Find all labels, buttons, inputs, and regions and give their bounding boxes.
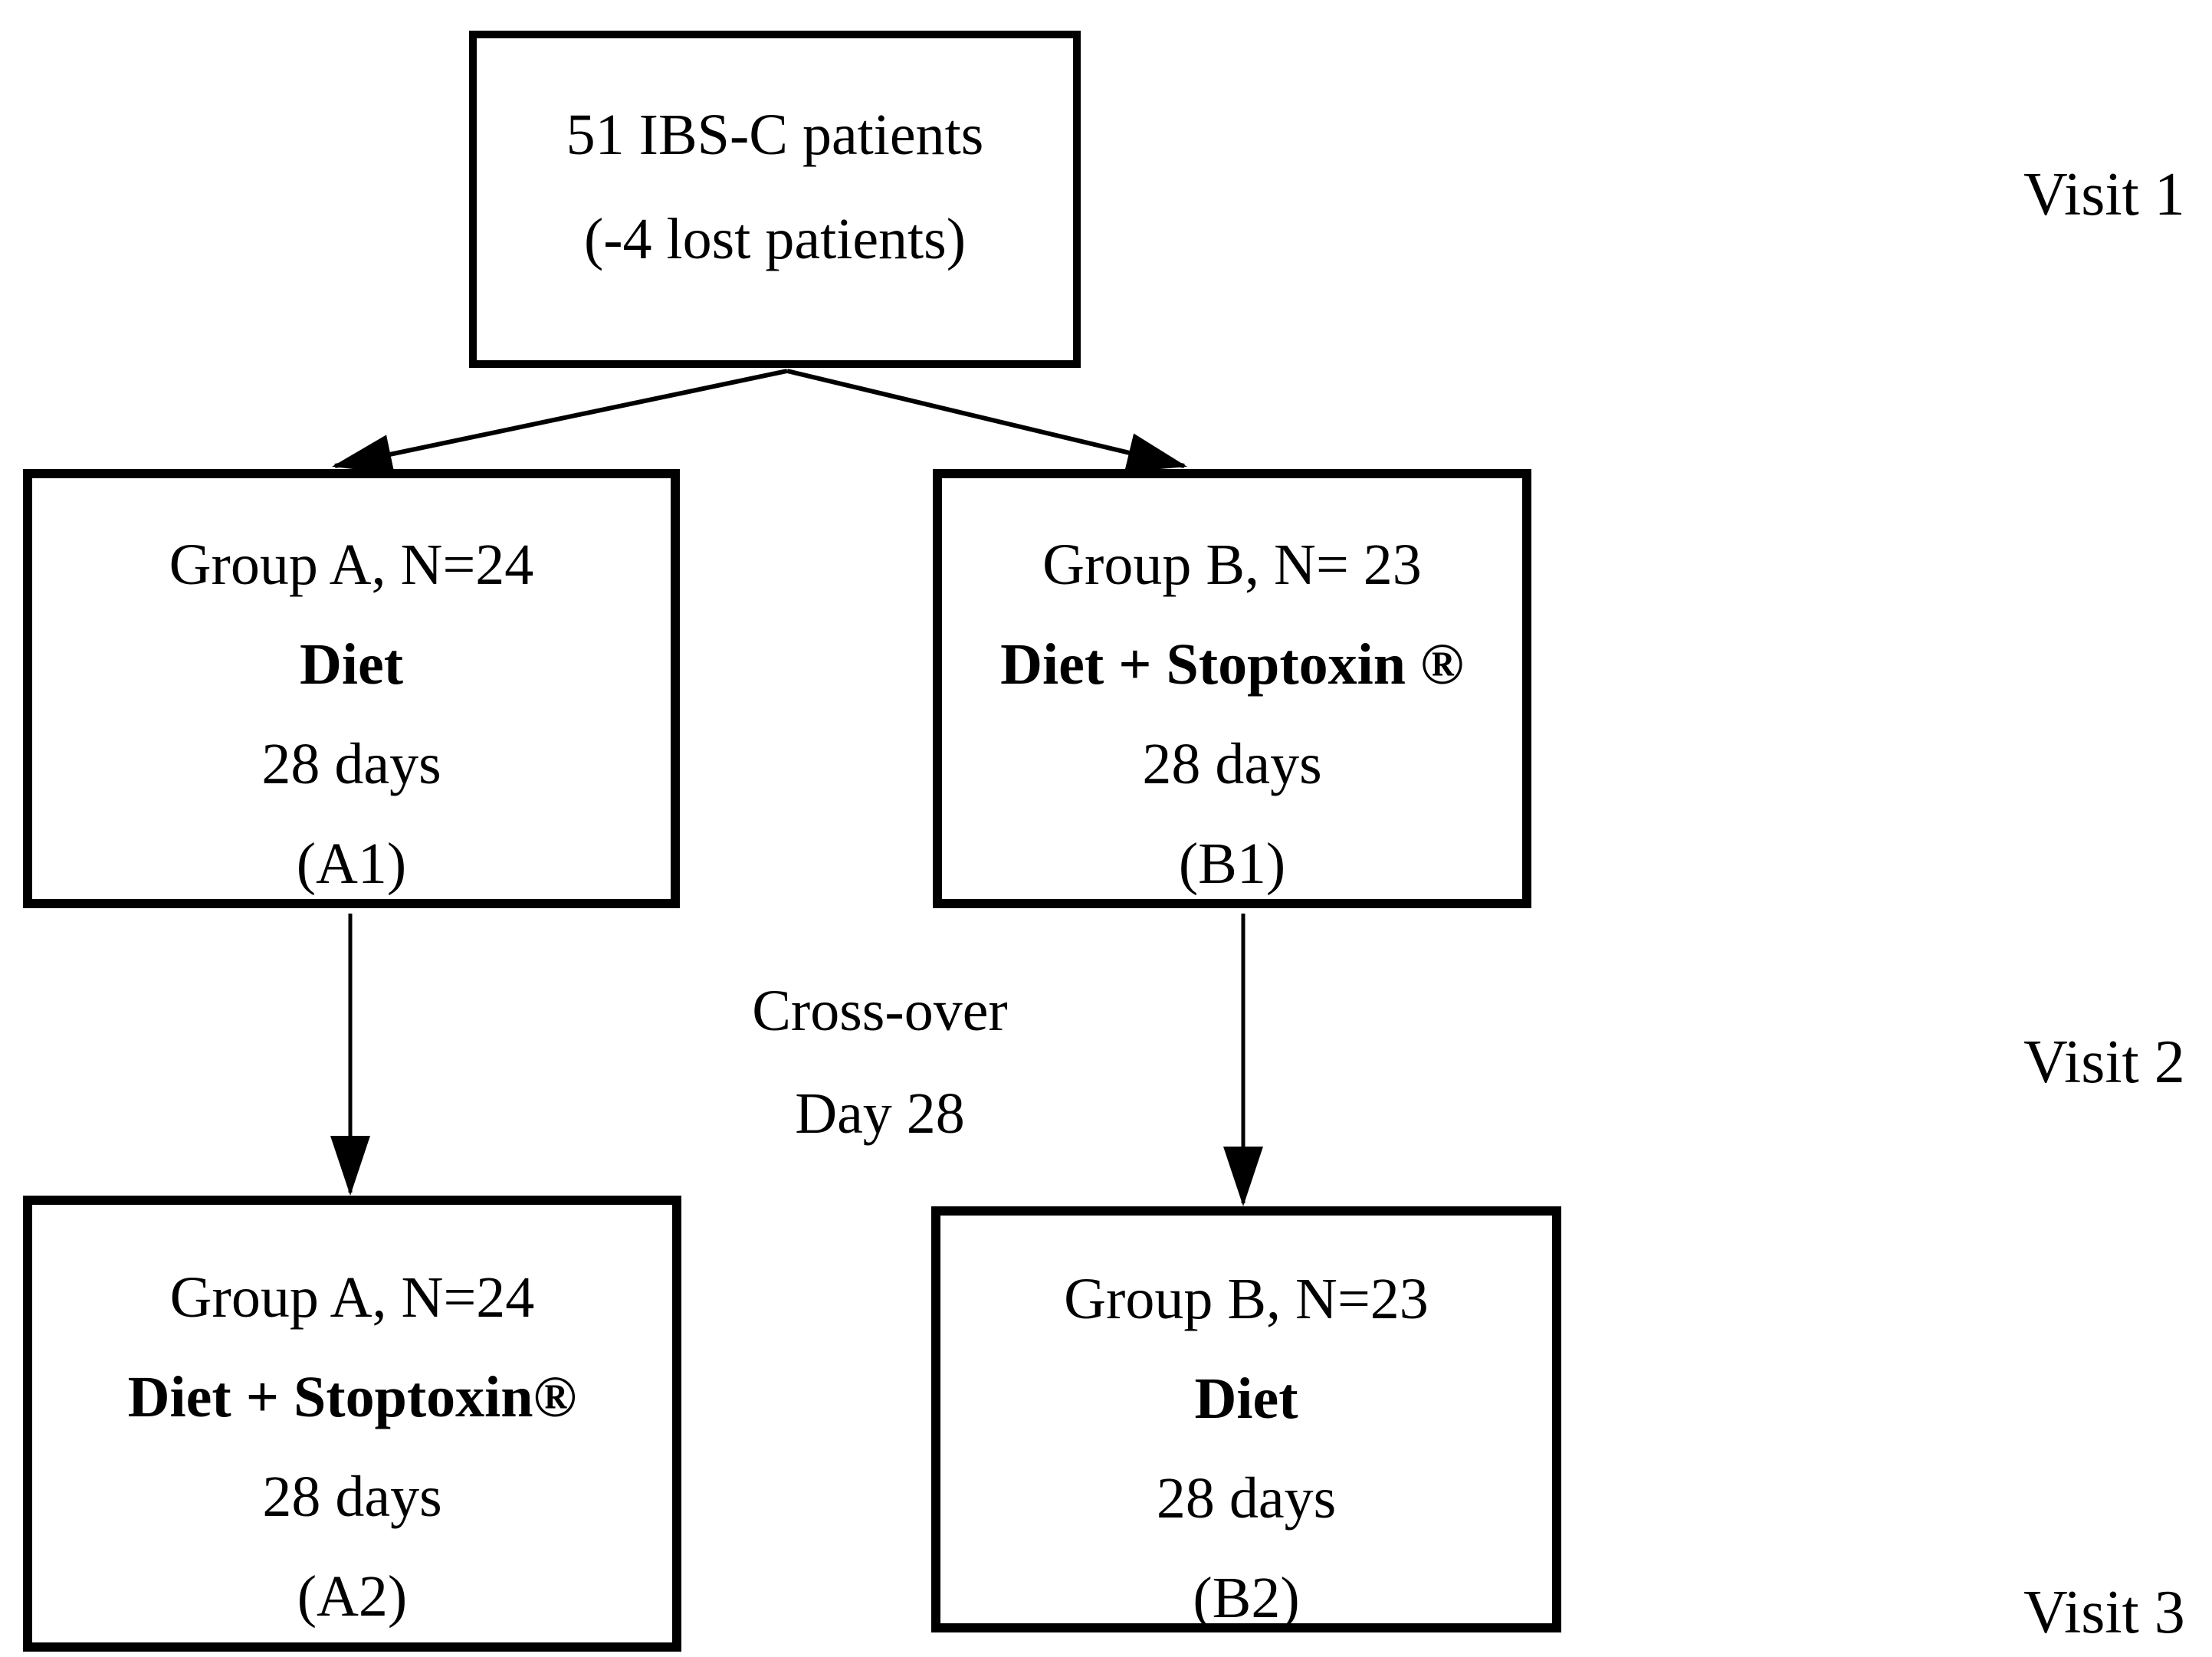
visit-2-label: Visit 2: [2023, 1029, 2185, 1096]
a2-duration-line: 28 days: [262, 1465, 442, 1529]
b1-treatment-line: Diet + Stoptoxin ®: [1000, 632, 1464, 697]
crossover-label: Cross-over Day 28: [688, 960, 1072, 1165]
a1-group-line: Group A, N=24: [169, 533, 534, 597]
b2-code-line: (B2): [1193, 1566, 1300, 1630]
a1-treatment-line: Diet: [299, 632, 404, 697]
a2-code-line: (A2): [297, 1564, 408, 1629]
b2-duration-line: 28 days: [1156, 1466, 1337, 1531]
b1-group-line: Group B, N= 23: [1042, 533, 1422, 597]
group-a2-box: Group A, N=24 Diet + Stoptoxin® 28 days …: [23, 1196, 681, 1652]
a1-duration-line: 28 days: [261, 732, 441, 796]
visit-3-label: Visit 3: [2023, 1579, 2185, 1646]
group-b1-box: Group B, N= 23 Diet + Stoptoxin ® 28 day…: [933, 469, 1531, 908]
a2-treatment-line: Diet + Stoptoxin®: [127, 1365, 577, 1429]
crossover-line: Cross-over: [752, 979, 1008, 1043]
b1-duration-line: 28 days: [1142, 732, 1322, 796]
b2-treatment-line: Diet: [1194, 1367, 1298, 1431]
group-b2-box: Group B, N=23 Diet 28 days (B2): [931, 1206, 1561, 1632]
a1-code-line: (A1): [296, 832, 407, 896]
visit-1-label: Visit 1: [2023, 161, 2185, 228]
b2-group-line: Group B, N=23: [1064, 1267, 1429, 1331]
arrow-enrollment-to-b1: [786, 369, 1187, 473]
a2-group-line: Group A, N=24: [169, 1265, 535, 1330]
b1-code-line: (B1): [1178, 832, 1286, 896]
enrollment-count-line: 51 IBS-C patients: [566, 103, 984, 167]
arrow-enrollment-to-a1: [332, 369, 788, 474]
enrollment-box: 51 IBS-C patients (-4 lost patients): [469, 31, 1081, 368]
crossover-day-line: Day 28: [795, 1081, 965, 1146]
enrollment-lost-line: (-4 lost patients): [583, 207, 967, 271]
group-a1-box: Group A, N=24 Diet 28 days (A1): [23, 469, 680, 908]
